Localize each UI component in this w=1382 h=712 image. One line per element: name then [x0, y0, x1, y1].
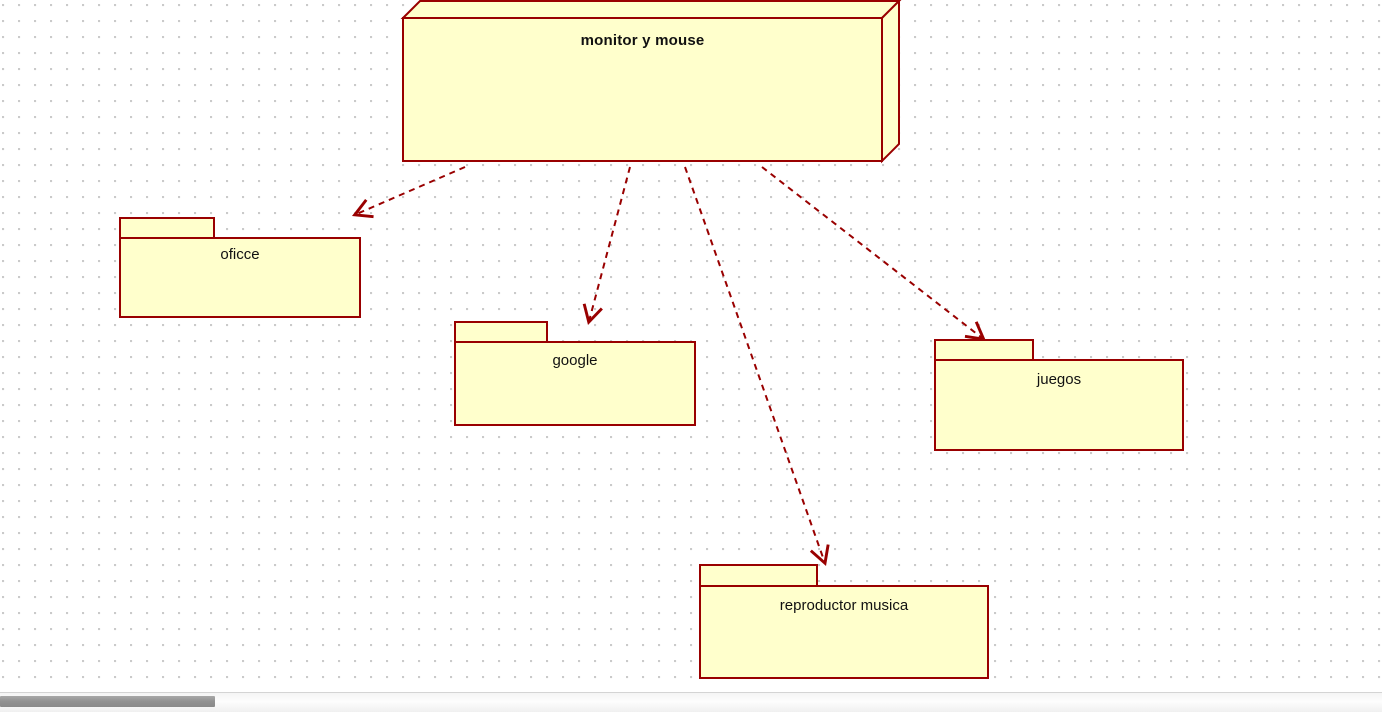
package-body-oficce: [119, 237, 361, 318]
node-side-face: [881, 0, 900, 164]
diagram-vector-layer: [119, 0, 1184, 679]
package-label-oficce: oficce: [220, 246, 260, 263]
package-oficce[interactable]: [119, 217, 361, 318]
node-monitor-y-mouse[interactable]: [400, 0, 902, 164]
package-label-juegos: juegos: [1036, 371, 1082, 388]
package-tab-google: [454, 321, 548, 343]
node-front-face: [402, 17, 883, 162]
package-body-reproductor-musica: [699, 585, 989, 679]
connection-node-to-juegos[interactable]: [761, 166, 987, 342]
connection-node-to-reproductor-musica[interactable]: [684, 166, 830, 567]
node-top-face: [400, 0, 902, 19]
package-juegos[interactable]: [934, 339, 1184, 451]
package-body-juegos: [934, 359, 1184, 451]
horizontal-scrollbar[interactable]: [0, 692, 1382, 712]
connection-node-to-oficce[interactable]: [351, 166, 466, 219]
connections-group: [351, 166, 987, 567]
package-reproductor-musica[interactable]: [699, 564, 989, 679]
package-label-reproductor-musica: reproductor musica: [779, 597, 909, 614]
package-tab-oficce: [119, 217, 215, 239]
package-tab-juegos: [934, 339, 1034, 361]
connection-node-to-google[interactable]: [582, 166, 631, 326]
package-tab-reproductor-musica: [699, 564, 818, 587]
package-google[interactable]: [454, 321, 696, 426]
package-label-google: google: [552, 352, 598, 369]
horizontal-scrollbar-thumb[interactable]: [0, 696, 215, 707]
package-body-google: [454, 341, 696, 426]
node-label-monitor-y-mouse: monitor y mouse: [580, 32, 705, 49]
